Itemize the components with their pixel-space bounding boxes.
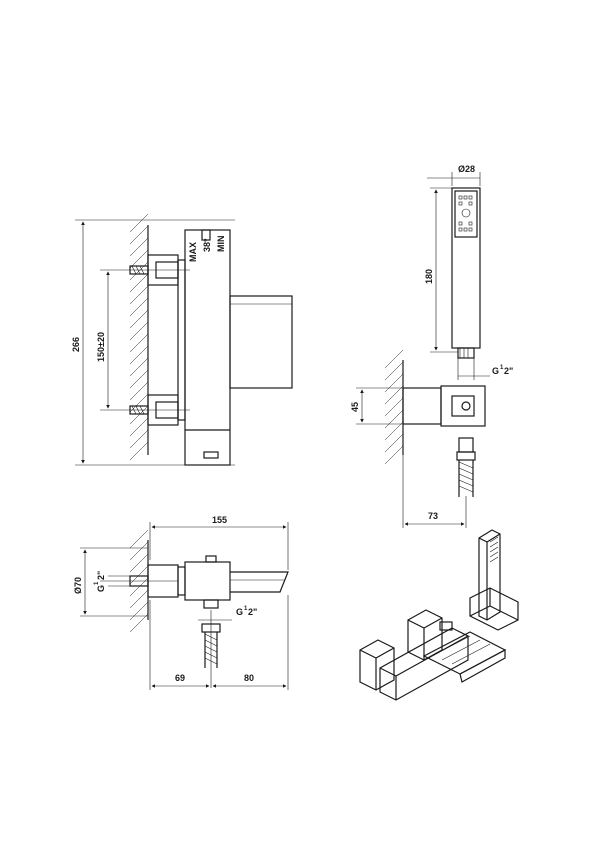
dim-top-dia: Ø70	[73, 547, 148, 617]
dim-holder-height-label: 45	[350, 402, 360, 412]
thread-bottom-sup: 1	[244, 606, 248, 612]
dim-shower-dia-label: Ø28	[458, 164, 475, 174]
dim-shower-length: 180	[424, 187, 458, 353]
holder-base	[402, 387, 442, 425]
dim-holder-height: 45	[350, 387, 403, 425]
dim-top-offsets: 69 80	[149, 595, 289, 690]
shower-nozzles	[458, 195, 473, 232]
dim-shower-length-label: 180	[424, 269, 434, 284]
dim-height: 266	[71, 219, 235, 466]
top-view: 155 Ø70 G 1 2" G 1 2"	[73, 515, 289, 690]
label-min: MIN	[216, 236, 226, 253]
iso-hand-shower	[469, 529, 519, 631]
shower-thread-sup: 1	[500, 365, 504, 371]
front-view: MAX 38° MIN 266 150±20	[71, 213, 293, 466]
top-spout	[230, 571, 289, 593]
dim-top-thread-bottom: G 1 2"	[198, 606, 257, 621]
isometric-view	[359, 529, 519, 701]
dim-top-width-label: 155	[212, 515, 227, 525]
label-temp: 38°	[202, 238, 212, 252]
thread-left-sub: 2"	[96, 571, 106, 580]
dim-height-label: 266	[71, 337, 81, 352]
hand-shower-view: Ø28 180 G 1 2"	[424, 164, 513, 380]
dim-top-dia-label: Ø70	[73, 577, 83, 594]
spout	[229, 295, 293, 389]
thread-bottom-sub: 2"	[248, 607, 257, 617]
mixer-body	[177, 229, 231, 466]
front-wall-hatch	[129, 213, 149, 461]
dim-spacing-label: 150±20	[96, 332, 106, 362]
label-max: MAX	[188, 242, 198, 262]
dim-holder-depth-label: 73	[428, 511, 438, 521]
hand-shower-handle	[451, 187, 481, 349]
shower-thread-sub: 2"	[504, 366, 513, 376]
shower-head-face	[454, 190, 478, 238]
wall-holder-view: 45 73	[350, 349, 486, 528]
holder-block	[440, 385, 486, 427]
shower-nipple	[457, 347, 475, 359]
dim-holder-depth: 73	[402, 455, 467, 528]
iso-mixer	[359, 609, 507, 701]
upper-connector	[100, 254, 190, 286]
dim-right-offset-label: 80	[244, 673, 254, 683]
dim-top-thread-left: G 1 2"	[94, 571, 130, 592]
top-body	[184, 561, 231, 601]
dim-left-offset-label: 69	[175, 673, 185, 683]
top-body-plate	[177, 566, 186, 596]
thread-left-sup: 1	[94, 581, 100, 585]
top-knob	[205, 555, 217, 563]
shower-thread-g: G	[492, 366, 499, 376]
dim-shower-thread: G 1 2"	[457, 358, 513, 380]
holder-cup	[451, 395, 475, 417]
holder-socket	[461, 401, 471, 411]
dim-spacing: 150±20	[96, 271, 110, 409]
dim-top-width: 155	[149, 515, 289, 570]
holder-wall-hatch	[384, 349, 404, 465]
dim-shower-dia: Ø28	[427, 164, 481, 186]
holder-hose	[456, 437, 476, 497]
lower-connector	[100, 394, 190, 426]
thread-left-g: G	[96, 585, 106, 592]
thread-bottom-g: G	[236, 607, 243, 617]
